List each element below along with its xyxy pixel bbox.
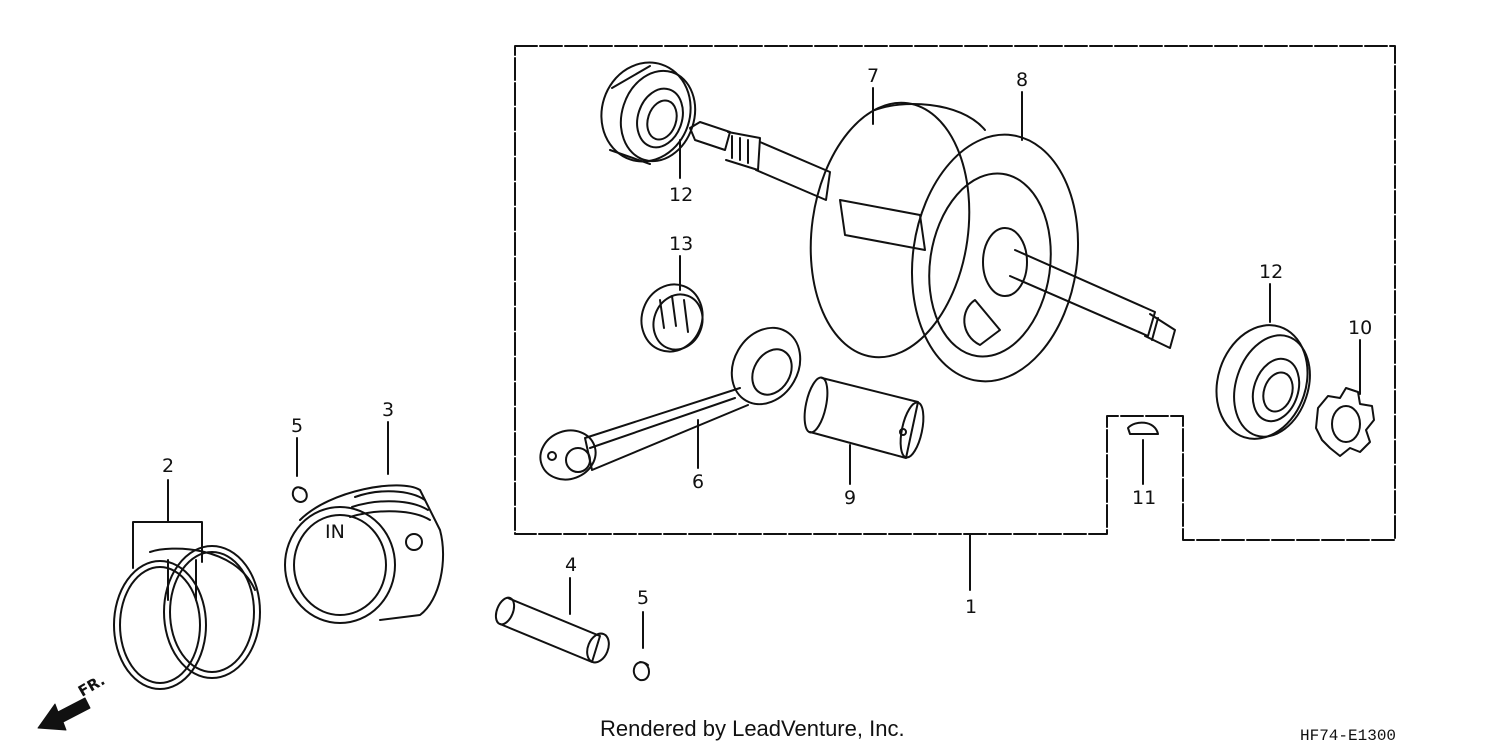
callout-11: 11: [1132, 487, 1156, 509]
assembly-bracket-outline: [514, 45, 1396, 541]
gear-part-10: [1315, 387, 1375, 457]
piston-in-mark: IN: [325, 521, 345, 543]
callout-1: 1: [965, 596, 977, 618]
rendered-by-credit: Rendered by LeadVenture, Inc.: [600, 716, 905, 741]
callout-8: 8: [1016, 69, 1028, 91]
crankshaft-right-shaft: [1009, 249, 1176, 349]
callout-bracket-2: [132, 479, 203, 569]
crankshaft-left-shaft: [689, 121, 831, 201]
woodruff-key-part-11: [1127, 421, 1159, 435]
callout-9: 9: [844, 487, 856, 509]
crank-web-part-7: [809, 101, 986, 359]
crank-web-part-8: [910, 133, 1080, 383]
bearing-right-part-12: [1215, 324, 1311, 440]
callout-7: 7: [867, 65, 879, 87]
front-direction-arrow: [37, 697, 91, 731]
callout-6: 6: [692, 471, 704, 493]
callout-2: 2: [162, 455, 174, 477]
circlip-upper-part-5: [291, 486, 308, 503]
callout-4: 4: [565, 554, 577, 576]
bearing-left-part-12: [600, 61, 697, 165]
callout-3: 3: [382, 399, 394, 421]
needle-bearing-part-13: [640, 283, 704, 353]
callout-10: 10: [1348, 317, 1372, 339]
callout-12-right: 12: [1259, 261, 1283, 283]
callout-12-left: 12: [669, 184, 693, 206]
piston-part-3: [284, 484, 444, 624]
crank-pin-part-9: [803, 376, 925, 459]
connecting-rod-part-6: [539, 326, 802, 481]
callout-13: 13: [669, 233, 693, 255]
circlip-lower-part-5: [632, 661, 650, 682]
callout-5-lower: 5: [637, 587, 649, 609]
diagram-code: HF74-E1300: [1300, 727, 1397, 745]
piston-ring-set-part-2: [113, 545, 261, 690]
callout-5-upper: 5: [291, 415, 303, 437]
front-marker-label: FR.: [75, 671, 108, 700]
piston-pin-part-4: [494, 596, 610, 664]
